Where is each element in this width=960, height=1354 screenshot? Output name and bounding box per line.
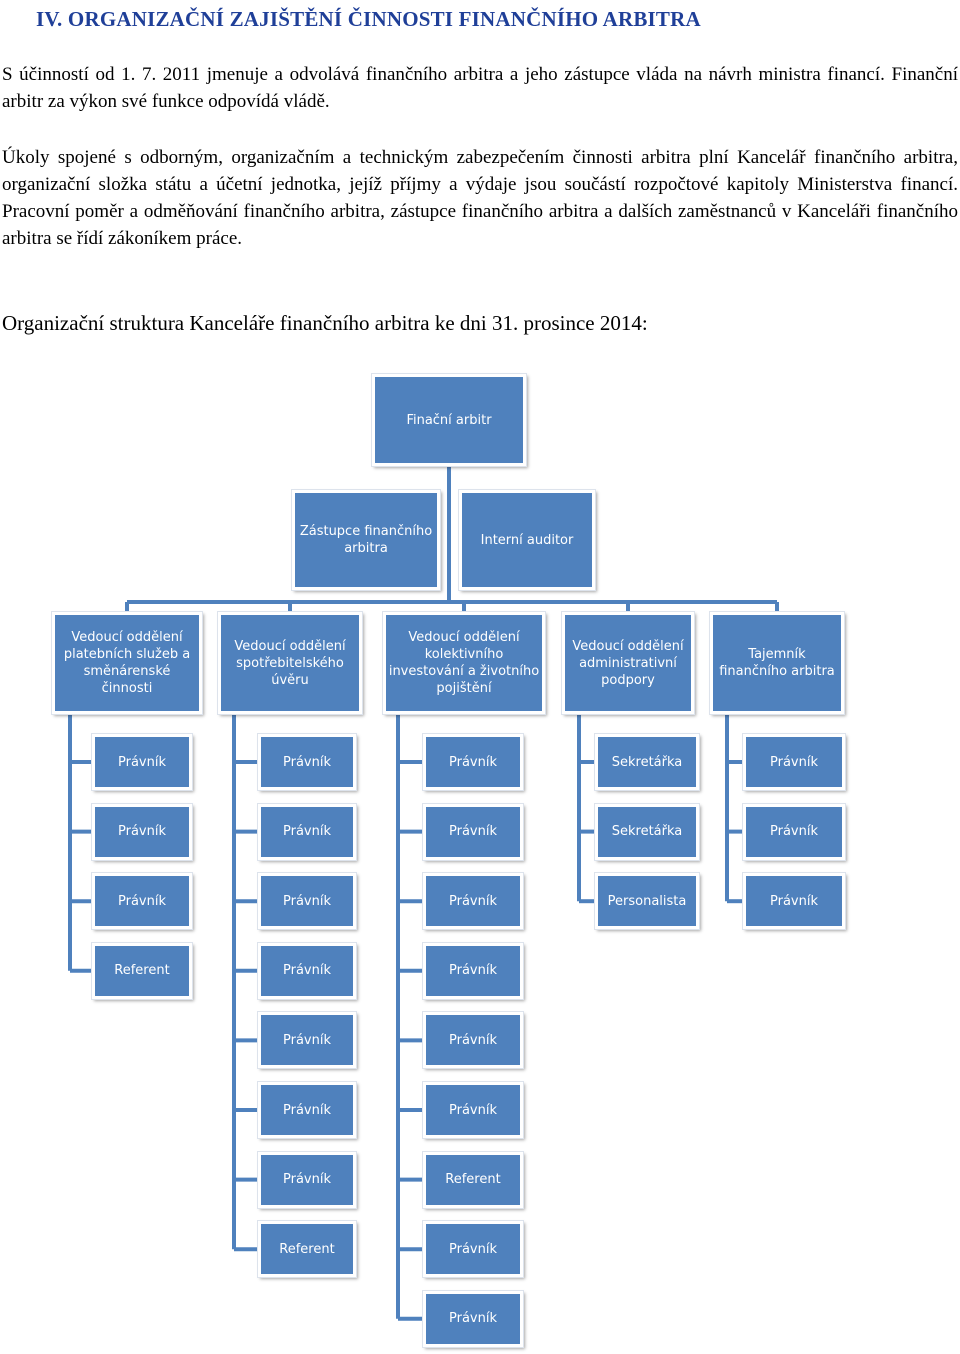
paragraph-office: Úkoly spojené s odborným, organizačním a… <box>2 147 958 249</box>
box-staff-2-1: Právník <box>257 733 357 791</box>
org-chart-caption: Organizační struktura Kanceláře finanční… <box>2 311 648 335</box>
box-internal-auditor: Interní auditor <box>458 489 596 591</box>
box-department-head-2: Vedoucí oddělení spotřebitelského úvěru <box>217 611 363 715</box>
box-staff-4-1: Sekretářka <box>594 733 700 791</box>
box-staff-3-3: Právník <box>422 872 524 931</box>
box-staff-2-3: Právník <box>257 872 357 931</box>
box-staff-1-4: Referent <box>91 941 193 1000</box>
box-staff-5-1: Právník <box>742 733 846 791</box>
box-staff-4-2: Sekretářka <box>594 802 700 861</box>
box-staff-5-3: Právník <box>742 872 846 931</box>
box-staff-1-2: Právník <box>91 802 193 861</box>
box-staff-2-5: Právník <box>257 1011 357 1070</box>
box-staff-3-7: Referent <box>422 1150 524 1209</box>
box-staff-3-2: Právník <box>422 802 524 861</box>
box-staff-3-1: Právník <box>422 733 524 791</box>
box-staff-2-6: Právník <box>257 1081 357 1139</box>
box-staff-3-4: Právník <box>422 941 524 1000</box>
org-chart-connectors <box>68 466 779 1321</box>
box-staff-2-4: Právník <box>257 941 357 1000</box>
box-department-head-3: Vedoucí oddělení kolektivního investován… <box>382 611 546 715</box>
box-staff-4-3: Personalista <box>594 872 700 931</box>
box-staff-2-2: Právník <box>257 802 357 861</box>
box-staff-3-9: Právník <box>422 1289 524 1348</box>
box-department-head-4: Vedoucí oddělení administrativní podpory <box>561 611 695 715</box>
paragraph-appointment: S účinností od 1. 7. 2011 jmenuje a odvo… <box>2 64 958 112</box>
box-financial-arbiter: Finační arbitr <box>371 373 527 467</box>
box-deputy-arbiter: Zástupce finančního arbitra <box>291 489 441 591</box>
box-staff-1-3: Právník <box>91 872 193 931</box>
box-department-head-1: Vedoucí oddělení platebních služeb a smě… <box>51 611 203 715</box>
box-staff-3-5: Právník <box>422 1011 524 1070</box>
box-staff-3-6: Právník <box>422 1081 524 1139</box>
box-staff-3-8: Právník <box>422 1220 524 1279</box>
box-staff-5-2: Právník <box>742 802 846 861</box>
box-staff-1-1: Právník <box>91 733 193 791</box>
box-department-head-5: Tajemník finančního arbitra <box>709 611 845 715</box>
box-staff-2-7: Právník <box>257 1150 357 1209</box>
box-staff-2-8: Referent <box>257 1220 357 1279</box>
section-heading: IV. ORGANIZAČNÍ ZAJIŠTĚNÍ ČINNOSTI FINAN… <box>36 7 701 31</box>
